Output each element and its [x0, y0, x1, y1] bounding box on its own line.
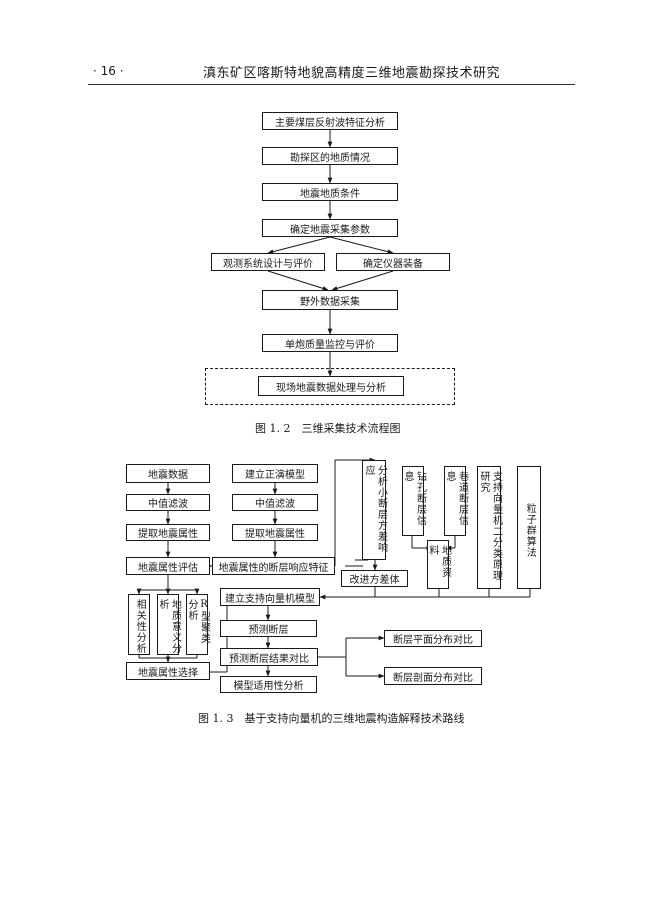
box-variance-analysis: 分析小断层方差响应 — [362, 460, 387, 560]
figure-1-3-caption: 图 1. 3 基于支持向量机的三维地震构造解释技术路线 — [198, 712, 465, 725]
box-extract-attr-b: 提取地震属性 — [232, 524, 318, 541]
step-equipment: 确定仪器装备 — [336, 253, 450, 271]
page-number: · 16 · — [93, 64, 124, 78]
box-median-filter-b: 中值滤波 — [232, 494, 318, 511]
box-median-filter-a: 中值滤波 — [126, 494, 210, 511]
box-geo-data: 地质资料 — [427, 540, 451, 589]
step-shot-qc: 单炮质量监控与评价 — [262, 334, 398, 352]
onsite-processing-frame — [205, 368, 455, 405]
box-fault-response: 地震属性的断层响应特征 — [212, 557, 335, 575]
step-acquisition-params: 确定地震采集参数 — [262, 219, 398, 237]
step-geology-conditions: 勘探区的地质情况 — [262, 147, 398, 165]
step-onsite-processing: 现场地震数据处理与分析 — [258, 376, 404, 396]
box-borehole-info: 钻孔断层信息 — [402, 466, 426, 536]
running-title: 滇东矿区喀斯特地貌高精度三维地震勘探技术研究 — [203, 66, 501, 81]
step-coal-seam-reflection: 主要煤层反射波特征分析 — [262, 112, 398, 130]
figure-1-2-caption: 图 1. 2 三维采集技术流程图 — [255, 422, 401, 435]
box-attr-select: 地震属性选择 — [126, 662, 210, 680]
box-roadway-info: 巷道断层信息 — [444, 466, 468, 536]
box-forward-model: 建立正演模型 — [232, 464, 318, 483]
step-seismic-geology: 地震地质条件 — [262, 183, 398, 201]
box-seismic-data: 地震数据 — [126, 464, 210, 483]
box-model-analysis: 模型适用性分析 — [220, 676, 317, 693]
step-field-acquisition: 野外数据采集 — [262, 290, 398, 310]
step-survey-design: 观测系统设计与评价 — [211, 253, 325, 271]
box-attr-eval: 地震属性评估 — [126, 557, 210, 575]
box-correlation: 相关性分析 — [128, 594, 150, 655]
box-compare-results: 预测断层结果对比 — [220, 648, 318, 666]
header-rule — [88, 84, 575, 85]
box-profile-compare: 断层剖面分布对比 — [384, 667, 482, 685]
box-predict-fault: 预测断层 — [220, 620, 317, 637]
box-pso: 粒子群算法 — [517, 466, 541, 589]
box-geo-meaning: 地质意义分析 — [157, 594, 181, 655]
box-plane-compare: 断层平面分布对比 — [384, 630, 482, 647]
box-svm-principle: 支持向量机二分类原理研究 — [477, 466, 502, 589]
box-r-cluster: R型聚类分析 — [186, 594, 210, 655]
box-improve-variance: 改进方差体 — [341, 570, 408, 587]
box-extract-attr-a: 提取地震属性 — [126, 524, 210, 541]
box-build-svm: 建立支持向量机模型 — [220, 588, 320, 606]
